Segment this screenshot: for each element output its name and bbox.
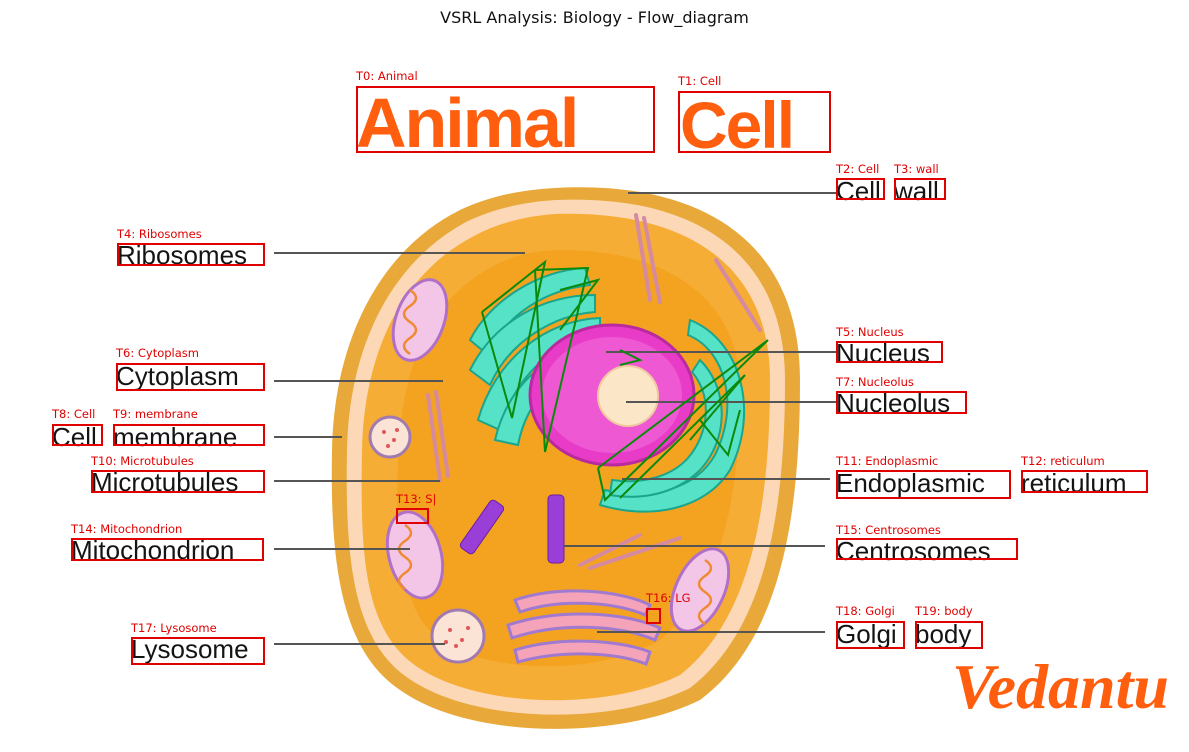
label-ribosomes: Ribosomes	[117, 240, 248, 270]
relation-lines	[481, 259, 769, 502]
detection-tag: T18: Golgi	[836, 604, 895, 618]
detection-tag: T7: Nucleolus	[836, 375, 914, 389]
detection-tag: T19: body	[915, 604, 973, 618]
detection-tag: T6: Cytoplasm	[116, 346, 199, 360]
detection-tag: T17: Lysosome	[131, 621, 217, 635]
label-golgi-body-2: body	[915, 619, 972, 649]
detection-box	[1021, 470, 1148, 493]
label-microtubules: Microtubules	[91, 467, 239, 497]
microtubules	[426, 213, 762, 570]
detection-box	[678, 91, 831, 153]
detection-tag: T0: Animal	[356, 69, 418, 83]
detection-box	[113, 424, 265, 446]
detection-box	[836, 341, 943, 363]
detection-box	[71, 538, 264, 561]
detection-tag: T5: Nucleus	[836, 325, 904, 339]
label-golgi-body-1: Golgi	[836, 619, 897, 649]
detection-tag: T11: Endoplasmic	[836, 454, 939, 468]
detection-box	[396, 508, 429, 524]
detection-box	[836, 178, 885, 200]
detection-box	[894, 178, 946, 200]
detection-box	[356, 86, 655, 153]
detection-box	[836, 538, 1018, 560]
detection-tag: T15: Centrosomes	[836, 523, 941, 537]
golgi-body	[506, 589, 662, 666]
detection-box	[116, 363, 265, 391]
detection-tag: T16: LG	[646, 591, 691, 605]
label-cytoplasm: Cytoplasm	[116, 361, 239, 391]
title-word-animal: Animal	[356, 84, 579, 162]
detection-box	[117, 243, 265, 266]
detection-box	[131, 637, 265, 665]
detection-box	[836, 470, 1011, 499]
detection-tag: T1: Cell	[678, 74, 722, 88]
detection-box	[52, 424, 103, 446]
detection-box	[836, 391, 967, 414]
figure-title: VSRL Analysis: Biology - Flow_diagram	[440, 8, 749, 27]
centrosomes	[459, 494, 565, 564]
detection-tag: T3: wall	[894, 162, 939, 176]
nucleolus-shape	[597, 365, 659, 427]
detection-box	[91, 470, 265, 493]
detection-box	[646, 608, 661, 624]
label-er-1: Endoplasmic	[836, 468, 985, 498]
vedantu-logo: Vedantu	[952, 651, 1169, 722]
detection-tag: T14: Mitochondrion	[71, 522, 183, 536]
detection-tag: T8: Cell	[52, 407, 96, 421]
detection-tag: T9: membrane	[113, 407, 198, 421]
detection-tag: T2: Cell	[836, 162, 880, 176]
title-word-cell: Cell	[680, 88, 795, 162]
detection-tag: T4: Ribosomes	[117, 227, 202, 241]
label-lysosome: Lysosome	[131, 634, 249, 664]
detection-tag: T13: S|	[396, 492, 437, 506]
detection-tag: T12: reticulum	[1021, 454, 1105, 468]
lysosomes	[368, 415, 486, 664]
label-nucleolus: Nucleolus	[836, 388, 951, 418]
detection-box	[915, 621, 983, 649]
detection-box	[836, 621, 905, 649]
detection-tag: T10: Microtubules	[91, 454, 194, 468]
leader-lines	[274, 192, 836, 645]
label-mitochondrion: Mitochondrion	[71, 535, 235, 565]
